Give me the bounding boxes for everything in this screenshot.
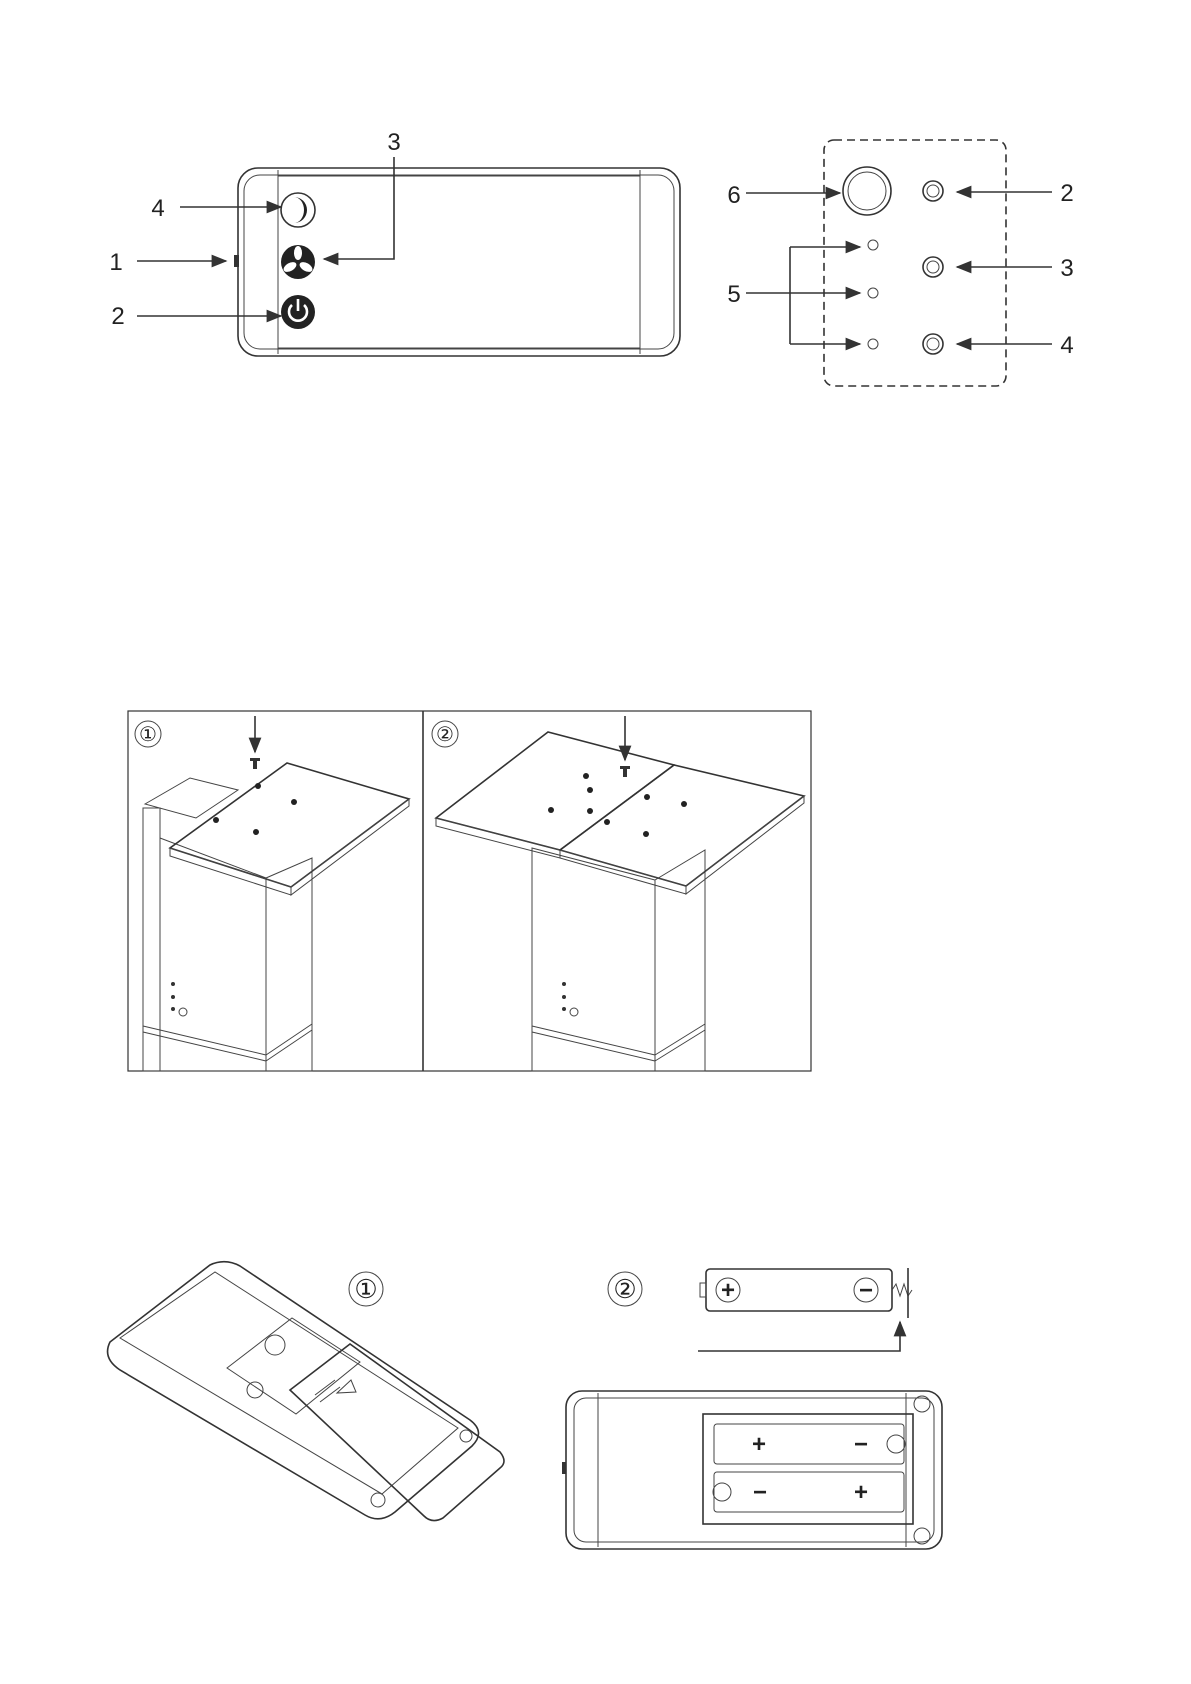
receiver-window: [843, 167, 891, 215]
assembly-diagram: ①: [128, 711, 811, 1071]
callout-4-label: 4: [151, 195, 164, 222]
battery-icon: + −: [700, 1268, 912, 1318]
callout-2b-label: 2: [1060, 180, 1073, 207]
callout-4b-label: 4: [1060, 332, 1073, 359]
step-1-number: ①: [139, 724, 157, 746]
bay-minus-2: −: [753, 1479, 767, 1506]
battery-step-1: ①: [108, 1262, 504, 1521]
callout-5-label: 5: [727, 281, 740, 308]
battery-diagram: ① ② + −: [108, 1262, 942, 1549]
assembly-frame: [128, 711, 811, 1071]
moon-icon: [294, 197, 307, 223]
control-panel-diagram: 6 2 3 5 4: [727, 140, 1073, 386]
power-button[interactable]: [281, 295, 315, 329]
bay-minus-1: −: [854, 1431, 868, 1458]
remote-back: [108, 1262, 479, 1519]
step-2-number: ②: [436, 724, 454, 746]
callout-2-label: 2: [111, 303, 124, 330]
battery-minus-symbol: −: [859, 1277, 873, 1304]
fan-button[interactable]: [281, 245, 315, 279]
moon-button[interactable]: [281, 193, 315, 227]
button-top[interactable]: [923, 181, 943, 201]
callout-1-label: 1: [109, 249, 122, 276]
callout-6-label: 6: [727, 182, 740, 209]
battery-step-2: ② + − + − − +: [562, 1268, 942, 1549]
callout-3b-label: 3: [1060, 255, 1073, 282]
bay-plus-2: +: [854, 1479, 868, 1506]
button-bottom[interactable]: [923, 334, 943, 354]
button-middle[interactable]: [923, 257, 943, 277]
callout-3-label: 3: [387, 129, 400, 156]
remote-front-diagram: 4 1 2 3: [109, 129, 680, 356]
battery-step-1-number: ①: [354, 1274, 377, 1304]
battery-step-2-number: ②: [613, 1274, 636, 1304]
panel-outline: [824, 140, 1006, 386]
bay-plus-1: +: [752, 1431, 766, 1458]
indicator-leds: [868, 240, 878, 349]
battery-plus-symbol: +: [721, 1277, 735, 1304]
battery-bay: [703, 1414, 913, 1524]
ir-window: [234, 255, 239, 267]
